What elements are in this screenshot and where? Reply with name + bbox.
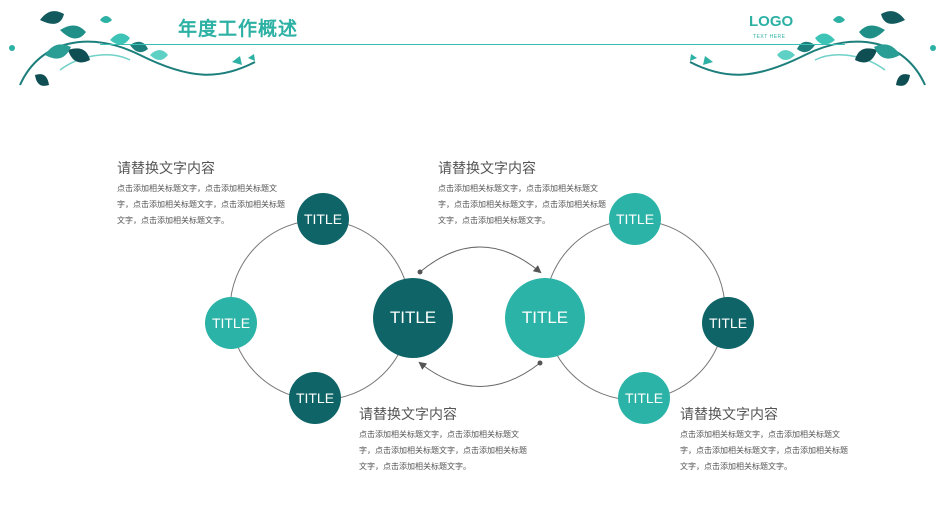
node-right-bottom: TITLE (618, 372, 670, 424)
bottom-connector-dot (537, 360, 543, 366)
text-block-body: 点击添加相关标题文字，点击添加相关标题文字，点击添加相关标题文字，点击添加相关标… (438, 184, 606, 225)
top-connector-arrow (419, 246, 542, 274)
text-block-title: 请替换文字内容 (117, 161, 215, 177)
text-block-bottom-center: 请替换文字内容 点击添加相关标题文字，点击添加相关标题文字，点击添加相关标题文字… (359, 406, 599, 475)
text-block-top-center: 请替换文字内容 点击添加相关标题文字，点击添加相关标题文字，点击添加相关标题文字… (438, 160, 678, 229)
node-center-left: TITLE (373, 278, 453, 358)
text-block-title: 请替换文字内容 (359, 407, 457, 423)
text-block-body: 点击添加相关标题文字，点击添加相关标题文字，点击添加相关标题文字，点击添加相关标… (359, 430, 527, 471)
text-block-bottom-right: 请替换文字内容 点击添加相关标题文字，点击添加相关标题文字，点击添加相关标题文字… (680, 406, 920, 475)
vine-decoration-right-icon (689, 11, 936, 86)
node-center-right: TITLE (505, 278, 585, 358)
text-block-body: 点击添加相关标题文字，点击添加相关标题文字，点击添加相关标题文字，点击添加相关标… (117, 184, 285, 225)
node-left-bottom: TITLE (289, 372, 341, 424)
logo: LOGO (749, 13, 794, 30)
node-right-top: TITLE (609, 193, 661, 245)
text-block-title: 请替换文字内容 (438, 161, 536, 177)
logo-subtitle: TEXT HERE (753, 34, 786, 40)
page-title: 年度工作概述 (178, 18, 299, 40)
bottom-connector-arrow (418, 361, 541, 387)
header-divider (100, 44, 845, 45)
text-block-top-left: 请替换文字内容 点击添加相关标题文字，点击添加相关标题文字，点击添加相关标题文字… (117, 160, 357, 229)
node-left-top: TITLE (297, 193, 349, 245)
text-block-title: 请替换文字内容 (680, 407, 778, 423)
node-right-side: TITLE (702, 297, 754, 349)
text-block-body: 点击添加相关标题文字，点击添加相关标题文字，点击添加相关标题文字，点击添加相关标… (680, 430, 848, 471)
top-connector-dot (417, 269, 423, 275)
node-left-side: TITLE (205, 297, 257, 349)
